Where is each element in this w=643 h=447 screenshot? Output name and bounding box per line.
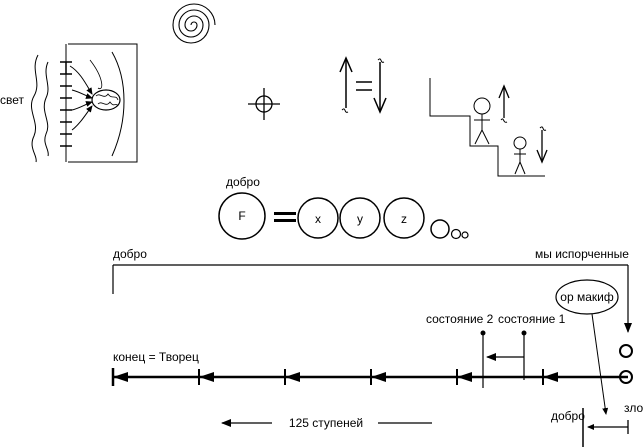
y-label: y [357, 212, 363, 226]
x-circle [297, 197, 339, 239]
small-circle-1 [430, 219, 450, 239]
or-makif: ор макиф [555, 279, 619, 415]
end-creator-label: конец = Творец [113, 350, 199, 364]
up-equals-down-icon [339, 56, 387, 114]
crosshair-icon [248, 88, 280, 120]
small-circle-2 [450, 228, 462, 240]
f-label: F [238, 209, 245, 223]
person-icon-small [513, 136, 527, 150]
light-label: свет [0, 93, 25, 107]
spoiled-label: мы испорченные [535, 247, 629, 261]
x-label: x [315, 212, 321, 226]
bracket: добро мы испорченные [112, 247, 632, 333]
y-circle [339, 197, 381, 239]
good-top-label: добро [226, 175, 260, 189]
equation: добро F x y z [218, 175, 469, 240]
or-makif-label: ор макиф [560, 290, 614, 304]
good-evil: добро зло [551, 401, 643, 447]
small-circle-3 [461, 231, 469, 239]
state1-label: состояние 1 [498, 312, 566, 326]
z-circle [383, 197, 425, 239]
state2-label: состояние 2 [426, 312, 494, 326]
steps-label: 125 ступеней [289, 416, 363, 430]
good-left-label: добро [113, 247, 147, 261]
person-icon-large [473, 97, 491, 115]
brain-icon [91, 89, 121, 111]
steps-arrow: 125 ступеней [221, 416, 432, 430]
step-line: конец = Творец [111, 344, 633, 386]
z-label: z [401, 212, 407, 226]
evil-label: зло [624, 401, 643, 415]
spiral-icon [172, 3, 216, 44]
stairs-figures [429, 78, 548, 177]
states: состояние 2 состояние 1 [426, 312, 566, 388]
equals-sign [274, 212, 296, 215]
f-circle [218, 192, 266, 240]
good-bottom-label: добро [551, 409, 585, 423]
light-brain-figure: свет [0, 43, 138, 163]
